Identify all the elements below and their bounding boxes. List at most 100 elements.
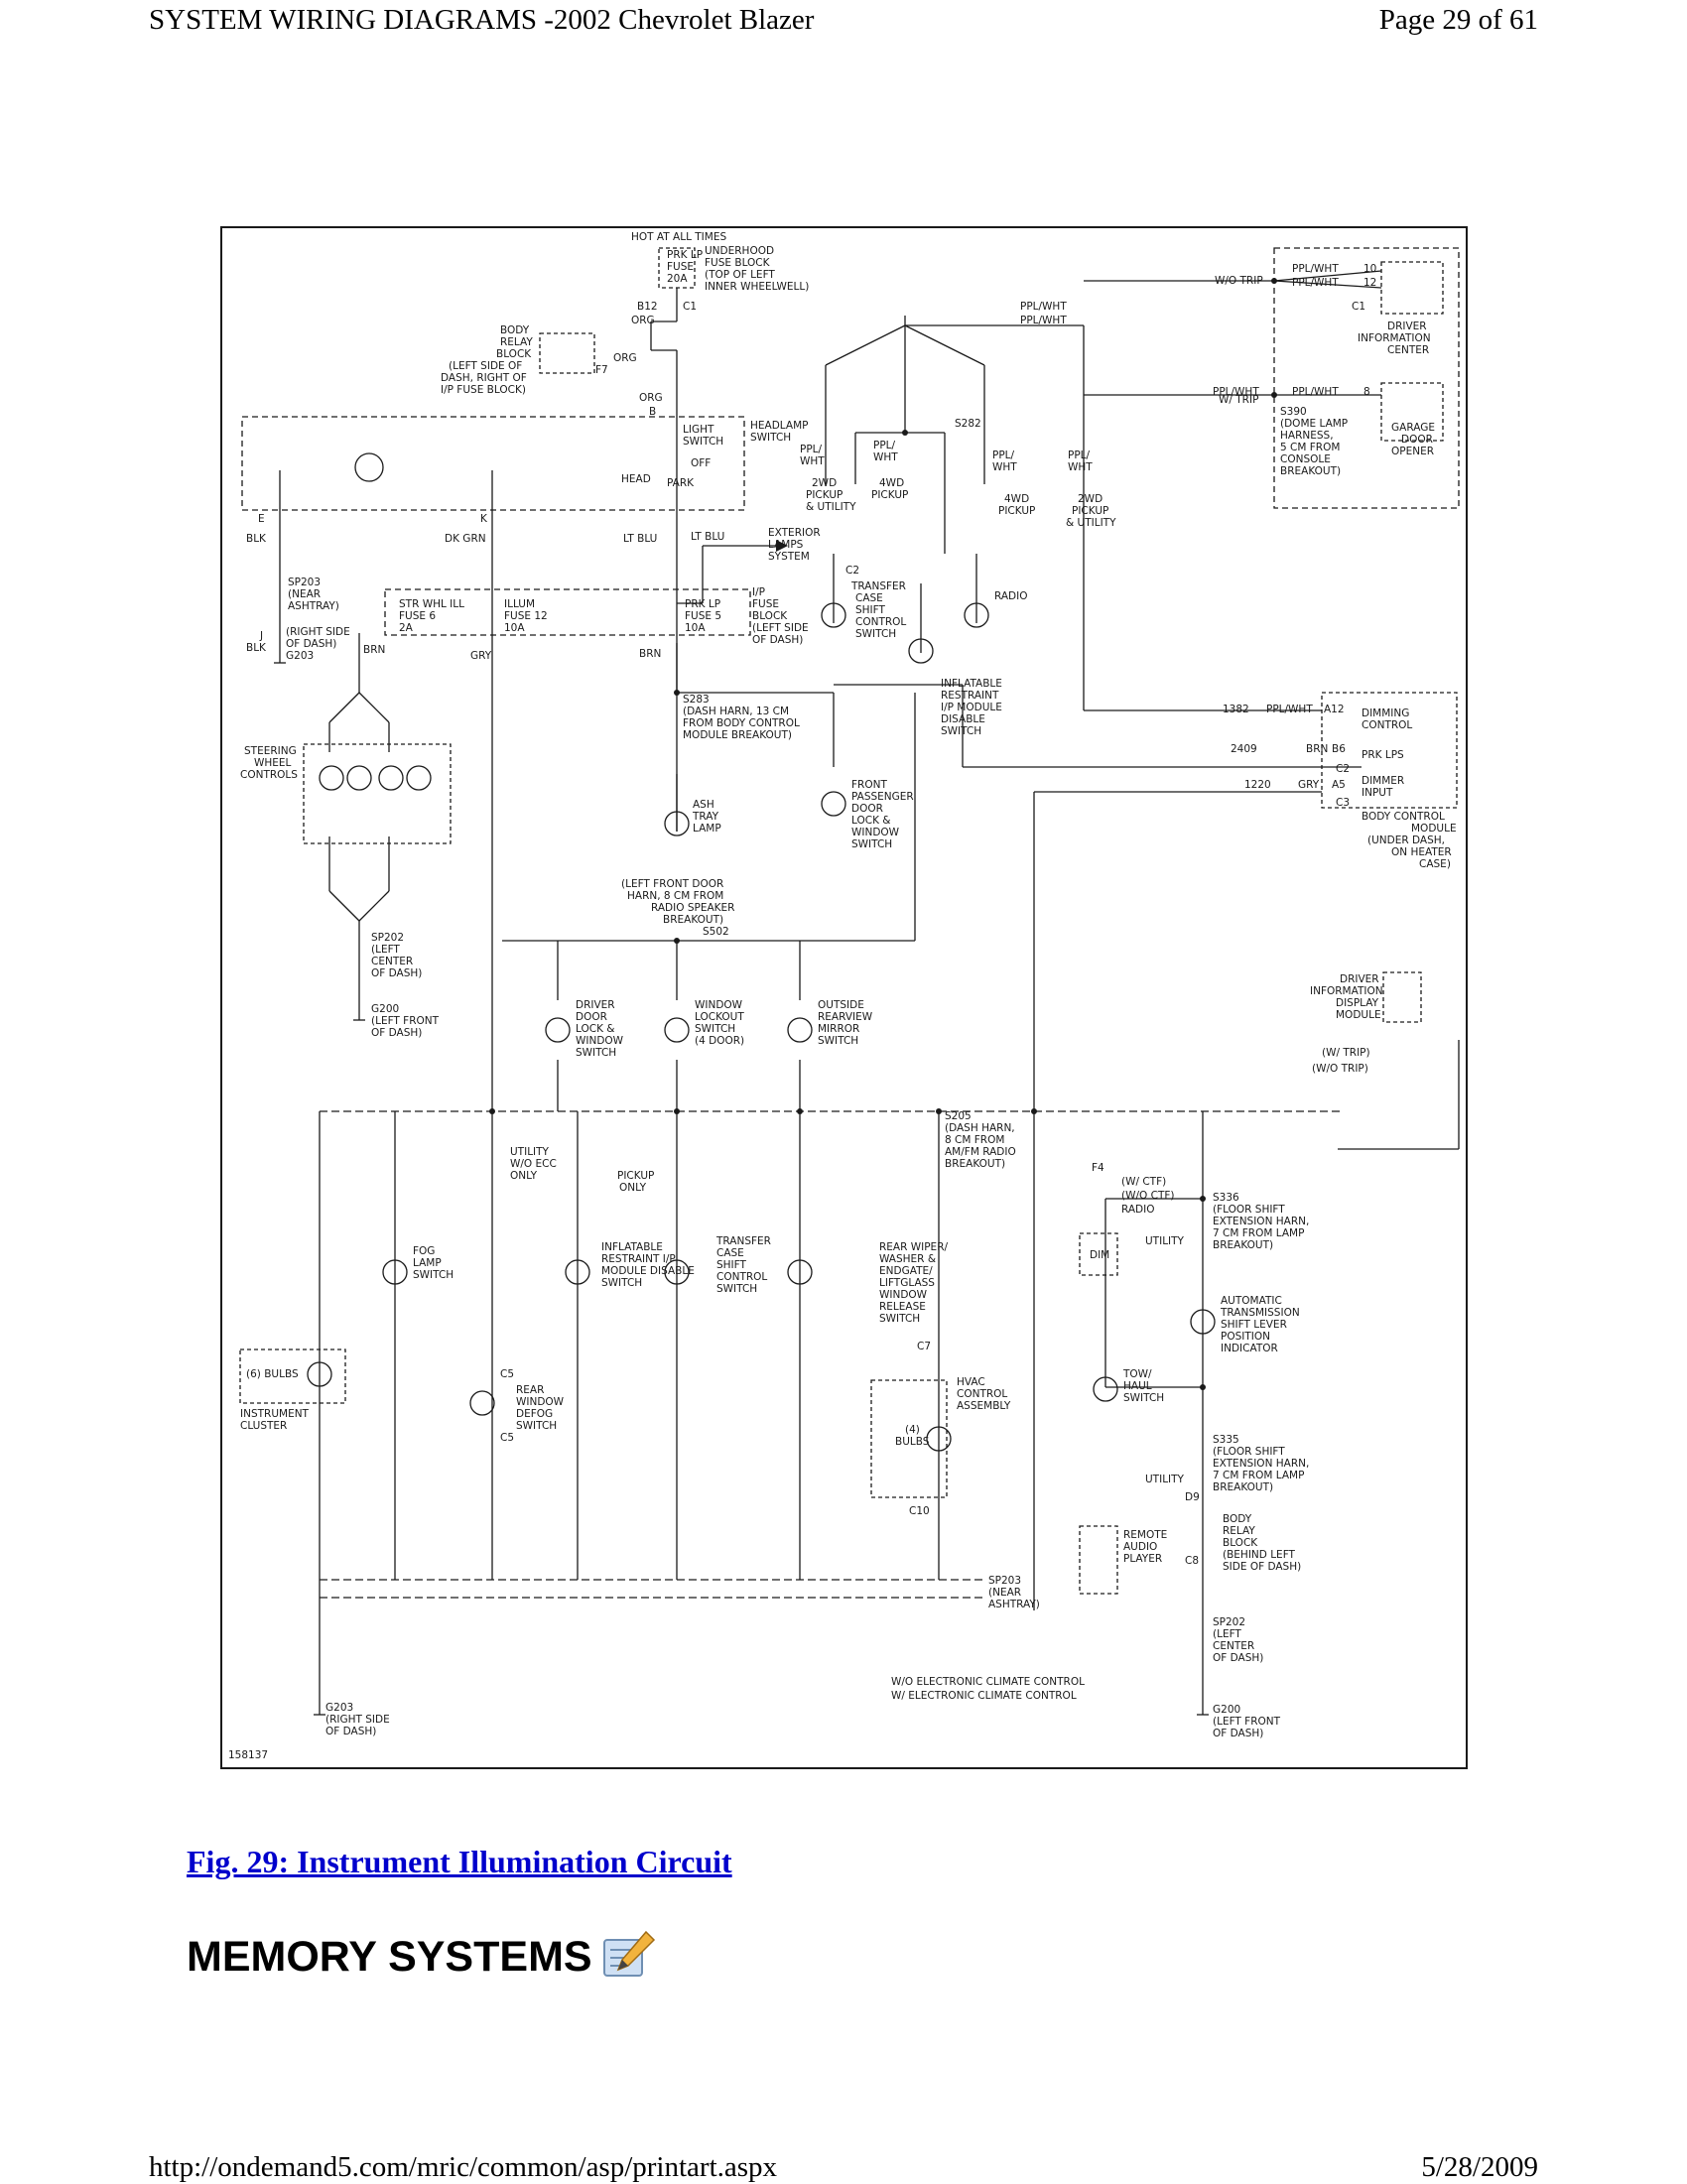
label-g200-3: OF DASH) xyxy=(371,1027,422,1039)
label-brn-1: BRN xyxy=(363,644,385,656)
footer-url: http://ondemand5.com/mric/common/asp/pri… xyxy=(149,2151,778,2183)
section-heading: MEMORY SYSTEMS xyxy=(187,1930,656,1982)
label-fp-6: SWITCH xyxy=(851,838,892,850)
label-garage-3: OPENER xyxy=(1391,446,1434,457)
label-body-relay-3: BLOCK xyxy=(496,348,532,360)
label-bulbs4-2: BULBS xyxy=(895,1436,930,1448)
figure-caption-link[interactable]: Fig. 29: Instrument Illumination Circuit xyxy=(187,1844,732,1879)
label-g200b-3: OF DASH) xyxy=(1213,1728,1263,1739)
label-sp203b-3: ASHTRAY) xyxy=(988,1599,1040,1610)
label-prk-lp5-3: 10A xyxy=(685,622,706,634)
label-dimming-1: DIMMING xyxy=(1362,707,1409,719)
label-ip-fuse-3: BLOCK xyxy=(752,610,788,622)
label-fp-3: DOOR xyxy=(851,803,883,815)
label-2wd-pickup-2: PICKUP xyxy=(806,489,843,501)
label-remote-1: REMOTE xyxy=(1123,1529,1167,1541)
label-ic-2: CLUSTER xyxy=(240,1420,287,1432)
label-g203b-1: G203 xyxy=(325,1702,353,1714)
label-brn-2: BRN xyxy=(639,648,661,660)
label-park: PARK xyxy=(667,477,695,489)
label-2wd-pickup-1: 2WD xyxy=(812,477,837,489)
label-s283-2: (DASH HARN, 13 CM xyxy=(683,706,789,717)
label-underhood-4: INNER WHEELWELL) xyxy=(705,281,809,293)
label-prk-lps: PRK LPS xyxy=(1362,749,1404,761)
label-headlamp-switch-2: SWITCH xyxy=(750,432,791,444)
label-tow-3: SWITCH xyxy=(1123,1392,1164,1404)
label-f4: F4 xyxy=(1092,1162,1104,1174)
label-garage-2: DOOR xyxy=(1401,434,1433,446)
label-hot-at-all-times: HOT AT ALL TIMES xyxy=(631,231,726,243)
label-left-front-4: BREAKOUT) xyxy=(663,914,723,926)
label-s336-1: S336 xyxy=(1213,1192,1239,1204)
label-inflatable-4: DISABLE xyxy=(941,713,985,725)
label-fp-1: FRONT xyxy=(851,779,887,791)
label-rw-6: RELEASE xyxy=(879,1301,926,1313)
label-s335-5: BREAKOUT) xyxy=(1213,1481,1273,1493)
label-light-switch-2: SWITCH xyxy=(683,436,723,448)
label-a5: A5 xyxy=(1332,779,1346,791)
label-tc-4: CONTROL xyxy=(716,1271,767,1283)
label-b12: B12 xyxy=(637,301,658,313)
footer-date: 5/28/2009 xyxy=(1421,2151,1538,2183)
label-transfer-4: CONTROL xyxy=(855,616,906,628)
label-ats-2: TRANSMISSION xyxy=(1220,1307,1300,1319)
label-prk-lp5-1: PRK LP xyxy=(685,598,720,610)
label-wl-3: SWITCH xyxy=(695,1023,735,1035)
label-steering-1: STEERING xyxy=(244,745,297,757)
label-pw-4a: PPL/ xyxy=(1068,450,1091,461)
label-4wd-b-1: 4WD xyxy=(1004,493,1029,505)
edit-note-icon[interactable] xyxy=(600,1930,656,1982)
label-n1382: 1382 xyxy=(1223,704,1249,715)
label-brb-2: RELAY xyxy=(1223,1525,1255,1537)
label-fp-5: WINDOW xyxy=(851,827,900,838)
label-sp202b-4: OF DASH) xyxy=(1213,1652,1263,1664)
label-sp202-1: SP202 xyxy=(371,932,404,944)
label-s390-3: HARNESS, xyxy=(1280,430,1334,442)
label-om-4: SWITCH xyxy=(818,1035,858,1047)
label-ir-3: MODULE DISABLE xyxy=(601,1265,695,1277)
label-s335-2: (FLOOR SHIFT xyxy=(1213,1446,1285,1458)
header-title: SYSTEM WIRING DIAGRAMS -2002 Chevrolet B… xyxy=(149,4,815,36)
label-b-pin: B xyxy=(649,406,656,418)
label-sp202-3: CENTER xyxy=(371,956,413,967)
label-sp203b-1: SP203 xyxy=(988,1575,1021,1587)
label-sp202b-2: (LEFT xyxy=(1213,1628,1241,1640)
label-sp203-2: (NEAR xyxy=(288,588,321,600)
label-transfer-2: CASE xyxy=(855,592,883,604)
label-dk-grn: DK GRN xyxy=(445,533,486,545)
label-om-2: REARVIEW xyxy=(818,1011,873,1023)
label-left-front-2: HARN, 8 CM FROM xyxy=(627,890,723,902)
label-pw-2b: WHT xyxy=(873,451,898,463)
label-2wd-b-3: & UTILITY xyxy=(1066,517,1116,529)
label-2wd-pickup-3: & UTILITY xyxy=(806,501,856,513)
label-ir-2: RESTRAINT I/P xyxy=(601,1253,676,1265)
label-steering-3: CONTROLS xyxy=(240,769,298,781)
label-tow-2: HAUL xyxy=(1123,1380,1152,1392)
label-prk-lp-fuse-2: FUSE xyxy=(667,261,694,273)
label-right-side-2: OF DASH) xyxy=(286,638,336,650)
label-s205-4: AM/FM RADIO xyxy=(945,1146,1016,1158)
label-4wd-pickup-1: 4WD xyxy=(879,477,904,489)
label-rw-4: LIFTGLASS xyxy=(879,1277,935,1289)
label-tc-1: TRANSFER xyxy=(715,1235,771,1247)
label-s335-4: 7 CM FROM LAMP xyxy=(1213,1470,1304,1481)
label-pw-3b: WHT xyxy=(992,461,1017,473)
label-radio: RADIO xyxy=(994,590,1028,602)
label-rwd-3: DEFOG xyxy=(516,1408,553,1420)
label-didm-1: DRIVER xyxy=(1340,973,1379,985)
label-s390-2: (DOME LAMP xyxy=(1280,418,1348,430)
label-c8: C8 xyxy=(1185,1555,1199,1567)
label-rw-7: SWITCH xyxy=(879,1313,920,1325)
label-bcm-1: BODY CONTROL xyxy=(1362,811,1445,823)
label-pin8: 8 xyxy=(1363,386,1370,398)
label-left-front-3: RADIO SPEAKER xyxy=(651,902,734,914)
label-underhood-2: FUSE BLOCK xyxy=(705,257,771,269)
label-g203b-3: OF DASH) xyxy=(325,1726,376,1737)
label-utility-2: W/O ECC xyxy=(510,1158,557,1170)
label-g200-1: G200 xyxy=(371,1003,399,1015)
label-dd-3: LOCK & xyxy=(576,1023,614,1035)
label-utility-3: ONLY xyxy=(510,1170,538,1182)
label-head: HEAD xyxy=(621,473,651,485)
label-s283-3: FROM BODY CONTROL xyxy=(683,717,800,729)
label-dd-4: WINDOW xyxy=(576,1035,624,1047)
